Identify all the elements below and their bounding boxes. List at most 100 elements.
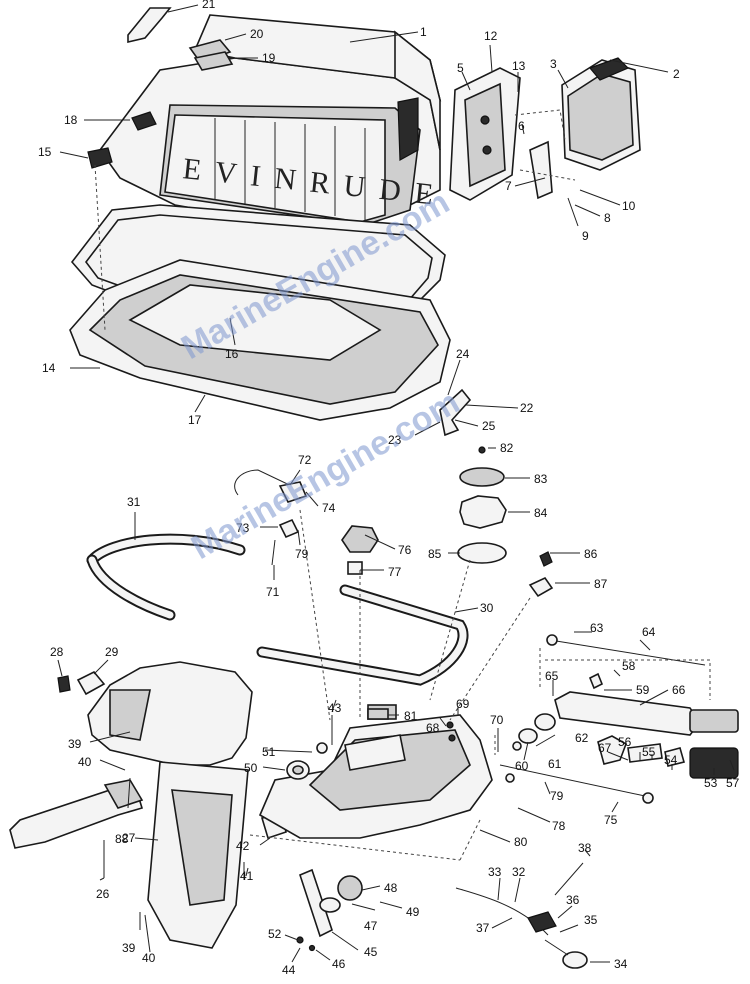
callout-53: 53 xyxy=(704,776,718,790)
callout-1: 1 xyxy=(420,25,427,39)
throttle-arm-66 xyxy=(554,691,739,736)
callout-21: 21 xyxy=(202,0,216,11)
callout-38: 38 xyxy=(578,841,592,855)
callout-16: 16 xyxy=(225,347,239,361)
callout-25: 25 xyxy=(482,419,496,433)
callout-47: 47 xyxy=(364,919,378,933)
assembly-guide-lines xyxy=(94,109,711,861)
callout-84: 84 xyxy=(534,506,548,520)
callout-7: 7 xyxy=(505,179,512,193)
callout-41: 41 xyxy=(240,869,254,883)
tiller-arm xyxy=(9,779,144,849)
link-bracket xyxy=(439,388,472,437)
callout-49: 49 xyxy=(406,905,420,919)
callout-22: 22 xyxy=(520,401,534,415)
lower-pan xyxy=(69,259,451,421)
callout-9: 9 xyxy=(582,229,589,243)
callout-66: 66 xyxy=(672,683,686,697)
callout-17: 17 xyxy=(188,413,202,427)
engine-hood: EVINRUDE xyxy=(99,14,449,233)
linkage-washers xyxy=(499,713,654,804)
callout-58: 58 xyxy=(622,659,636,673)
choke-linkage xyxy=(234,469,308,566)
callout-12: 12 xyxy=(484,29,498,43)
callout-39-lower: 39 xyxy=(122,941,136,955)
callout-67: 67 xyxy=(598,741,612,755)
callout-29: 29 xyxy=(105,645,119,659)
callout-55: 55 xyxy=(642,745,656,759)
callout-79-lower: 79 xyxy=(550,789,564,803)
callout-54: 54 xyxy=(664,753,678,767)
grommet-tube xyxy=(529,140,553,200)
callout-36: 36 xyxy=(566,893,580,907)
callout-68: 68 xyxy=(426,721,440,735)
hood-handle xyxy=(127,7,172,44)
callout-32: 32 xyxy=(512,865,526,879)
callout-50: 50 xyxy=(244,761,258,775)
twist-grip xyxy=(597,735,739,779)
callout-48: 48 xyxy=(384,881,398,895)
fuel-hose-30 xyxy=(256,584,469,686)
callout-56: 56 xyxy=(618,735,632,749)
callout-64: 64 xyxy=(642,625,656,639)
callout-28: 28 xyxy=(50,645,64,659)
callout-3: 3 xyxy=(550,57,557,71)
fuel-hose-31 xyxy=(86,533,246,621)
callout-13: 13 xyxy=(512,59,526,73)
callout-69: 69 xyxy=(456,697,470,711)
callout-14: 14 xyxy=(42,361,56,375)
rear-cover xyxy=(561,57,641,171)
callout-80: 80 xyxy=(514,835,528,849)
callout-19: 19 xyxy=(262,51,276,65)
exhaust-housing xyxy=(87,661,253,949)
callout-51: 51 xyxy=(262,745,276,759)
callout-20: 20 xyxy=(250,27,264,41)
hood-latch-parts xyxy=(87,39,234,169)
callout-18: 18 xyxy=(64,113,78,127)
callout-70: 70 xyxy=(490,713,504,727)
callout-83: 83 xyxy=(534,472,548,486)
callout-62: 62 xyxy=(575,731,589,745)
callout-40-lower: 40 xyxy=(142,951,156,965)
fuel-pump-valve xyxy=(341,525,379,575)
callout-72: 72 xyxy=(298,453,312,467)
callout-15: 15 xyxy=(38,145,52,159)
callout-10: 10 xyxy=(622,199,636,213)
callout-31: 31 xyxy=(127,495,141,509)
callout-86: 86 xyxy=(584,547,598,561)
callout-26: 26 xyxy=(96,887,110,901)
callout-57: 57 xyxy=(726,776,740,790)
callout-65: 65 xyxy=(545,669,559,683)
choke-cable xyxy=(455,862,588,969)
callout-37: 37 xyxy=(476,921,490,935)
callout-40-upper: 40 xyxy=(78,755,92,769)
callout-35: 35 xyxy=(584,913,598,927)
callout-42: 42 xyxy=(236,839,250,853)
callout-87: 87 xyxy=(594,577,608,591)
callout-46: 46 xyxy=(332,957,346,971)
pivot-parts xyxy=(286,715,333,780)
callout-85: 85 xyxy=(428,547,442,561)
callout-76: 76 xyxy=(398,543,412,557)
rear-bracket xyxy=(449,67,521,201)
callout-78: 78 xyxy=(552,819,566,833)
callout-5: 5 xyxy=(457,61,464,75)
throttle-rod xyxy=(546,634,706,690)
callout-43: 43 xyxy=(328,701,342,715)
callout-39-upper: 39 xyxy=(68,737,82,751)
callout-82: 82 xyxy=(500,441,514,455)
callout-71: 71 xyxy=(266,585,280,599)
callout-8: 8 xyxy=(604,211,611,225)
callout-88: 88 xyxy=(115,832,129,846)
callout-79-upper: 79 xyxy=(295,547,309,561)
callout-24: 24 xyxy=(456,347,470,361)
callout-30: 30 xyxy=(480,601,494,615)
callout-44: 44 xyxy=(282,963,296,977)
callout-45: 45 xyxy=(364,945,378,959)
leader-lines xyxy=(57,4,735,963)
callout-27: 27 xyxy=(122,831,136,845)
callout-73: 73 xyxy=(236,521,250,535)
callout-74: 74 xyxy=(322,501,336,515)
